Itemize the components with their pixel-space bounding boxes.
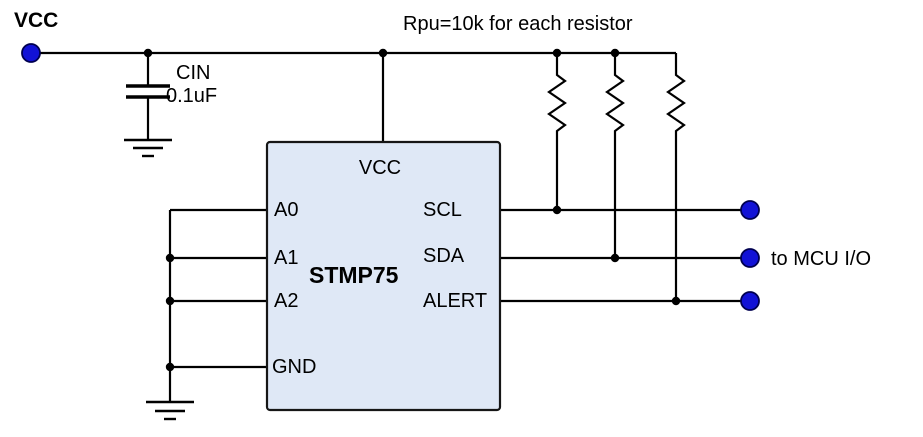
vcc-label: VCC [14,9,58,32]
chip-body [265,140,502,412]
junction-dot [671,296,681,306]
ground-symbol-capacitor [124,138,172,158]
pin-label-a0: A0 [274,199,298,221]
mcu-io-note: to MCU I/O [771,248,871,270]
wires [31,51,750,402]
capacitor-name-label: CIN [176,62,210,84]
alert-terminal [740,291,760,311]
pin-label-alert: ALERT [423,290,487,312]
ground-symbol-chip [146,400,194,421]
resistor-pullup-sda [605,53,625,258]
junction-dot [378,48,388,58]
chip-name-label: STMP75 [309,262,399,288]
resistor-pullup-alert [666,53,686,301]
pin-label-sda: SDA [423,245,465,267]
junction-dot [610,48,620,58]
rpu-note: Rpu=10k for each resistor [403,13,633,35]
sda-terminal [740,248,760,268]
junction-dot [165,296,175,306]
junction-dot [165,253,175,263]
junction-dot [552,48,562,58]
junction-dot [165,362,175,372]
resistor-pullup-scl [547,53,567,210]
pin-label-a1: A1 [274,247,298,269]
capacitor-value-label: 0.1uF [166,85,217,107]
junction-dot [143,48,153,58]
pin-label-gnd: GND [272,356,316,378]
junction-dot [552,205,562,215]
vcc-terminal [21,43,41,63]
terminals [21,43,760,311]
pin-label-scl: SCL [423,199,462,221]
pin-label-vcc: VCC [359,157,401,179]
junction-dots [143,48,681,372]
junction-dot [610,253,620,263]
capacitor-symbol [126,84,170,99]
scl-terminal [740,200,760,220]
pin-label-a2: A2 [274,290,298,312]
